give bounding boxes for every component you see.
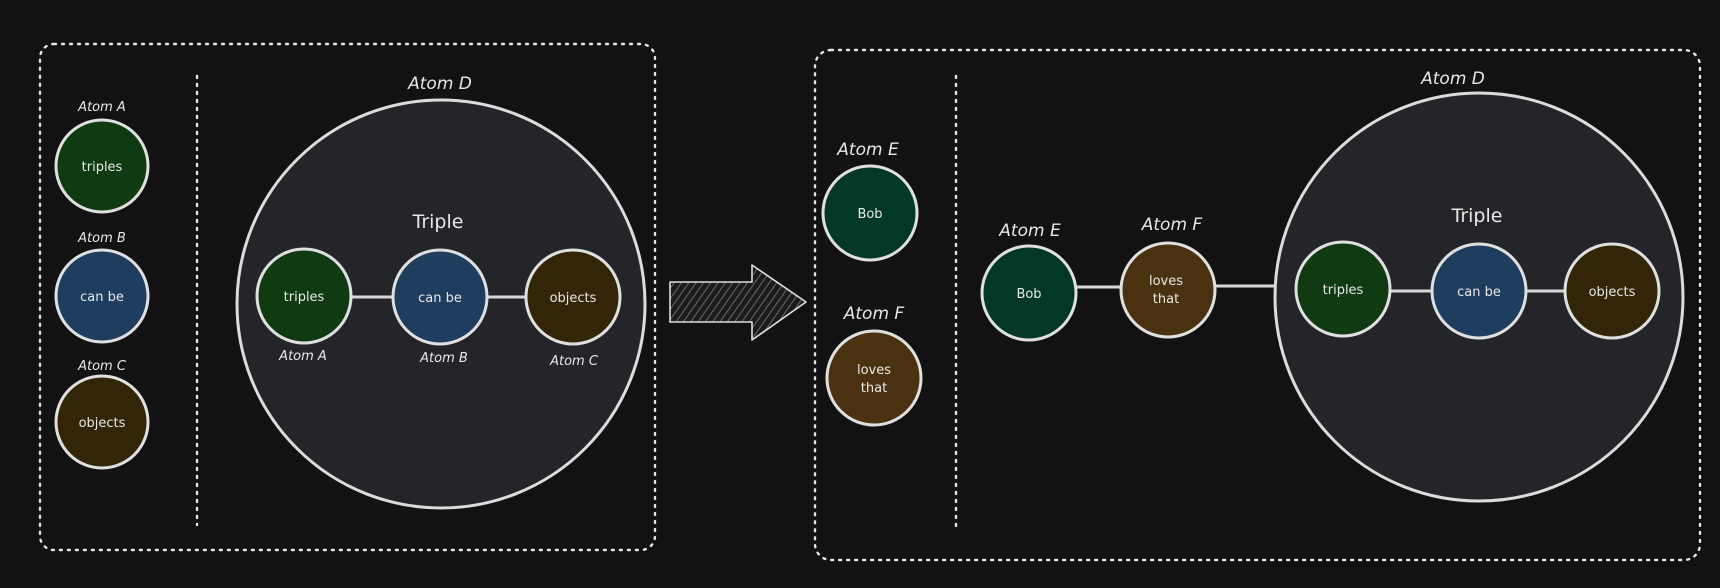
left-triple-node-can-be-label: Atom B bbox=[419, 351, 468, 366]
atom-a-text: triples bbox=[82, 160, 123, 175]
atom-e-label: Atom E bbox=[836, 140, 899, 160]
atom-f-circle bbox=[825, 329, 923, 427]
left-triple-node-triples-label: Atom A bbox=[278, 349, 327, 364]
left-panel-frame bbox=[38, 42, 657, 552]
right-panel-frame bbox=[813, 48, 1702, 562]
chain-atom-e-circle bbox=[980, 244, 1078, 342]
chain-atom-e-label: Atom E bbox=[998, 221, 1061, 241]
atom-c-label: Atom C bbox=[77, 359, 127, 374]
atom-a-label: Atom A bbox=[77, 100, 126, 115]
atom-e-text: Bob bbox=[857, 207, 882, 222]
atom-a-circle bbox=[54, 118, 150, 214]
atom-c-circle bbox=[54, 374, 150, 470]
left-triple-node-objects-text: objects bbox=[550, 291, 597, 306]
left-triple-node-triples bbox=[255, 247, 353, 345]
left-triple-node-can-be bbox=[391, 248, 489, 346]
left-triple-node-triples-text: triples bbox=[284, 290, 325, 305]
atom-b-text: can be bbox=[80, 290, 124, 305]
chain-atom-f-text-line2: that bbox=[1153, 292, 1179, 307]
right-arrow-icon bbox=[669, 264, 807, 341]
right-triple-label: Triple bbox=[1451, 205, 1503, 227]
chain-atom-f-text-line1: loves bbox=[1149, 274, 1183, 289]
right-triple-node-triples bbox=[1294, 240, 1392, 338]
atom-e-circle bbox=[821, 164, 919, 262]
atom-b-label: Atom B bbox=[77, 231, 126, 246]
right-triple-node-objects-text: objects bbox=[1589, 285, 1636, 300]
left-atom-d-label: Atom D bbox=[407, 74, 472, 94]
atom-f-label: Atom F bbox=[843, 304, 905, 324]
chain-atom-f-label: Atom F bbox=[1141, 215, 1203, 235]
left-triple-node-can-be-text: can be bbox=[418, 291, 462, 306]
atom-b-circle bbox=[54, 248, 150, 344]
atom-f-text-line1: loves bbox=[857, 363, 891, 378]
atom-c-text: objects bbox=[79, 416, 126, 431]
chain-atom-e-text: Bob bbox=[1016, 287, 1041, 302]
left-triple-label: Triple bbox=[412, 211, 464, 233]
right-triple-node-triples-text: triples bbox=[1323, 283, 1364, 298]
right-triple-node-objects bbox=[1563, 242, 1661, 340]
right-triple-node-can-be bbox=[1430, 242, 1528, 340]
left-triple-node-objects bbox=[524, 248, 622, 346]
right-atom-d-label: Atom D bbox=[1420, 69, 1485, 89]
left-triple-node-objects-label: Atom C bbox=[549, 354, 599, 369]
atom-f-text-line2: that bbox=[861, 381, 887, 396]
right-triple-node-can-be-text: can be bbox=[1457, 285, 1501, 300]
chain-atom-f-circle bbox=[1119, 241, 1217, 339]
